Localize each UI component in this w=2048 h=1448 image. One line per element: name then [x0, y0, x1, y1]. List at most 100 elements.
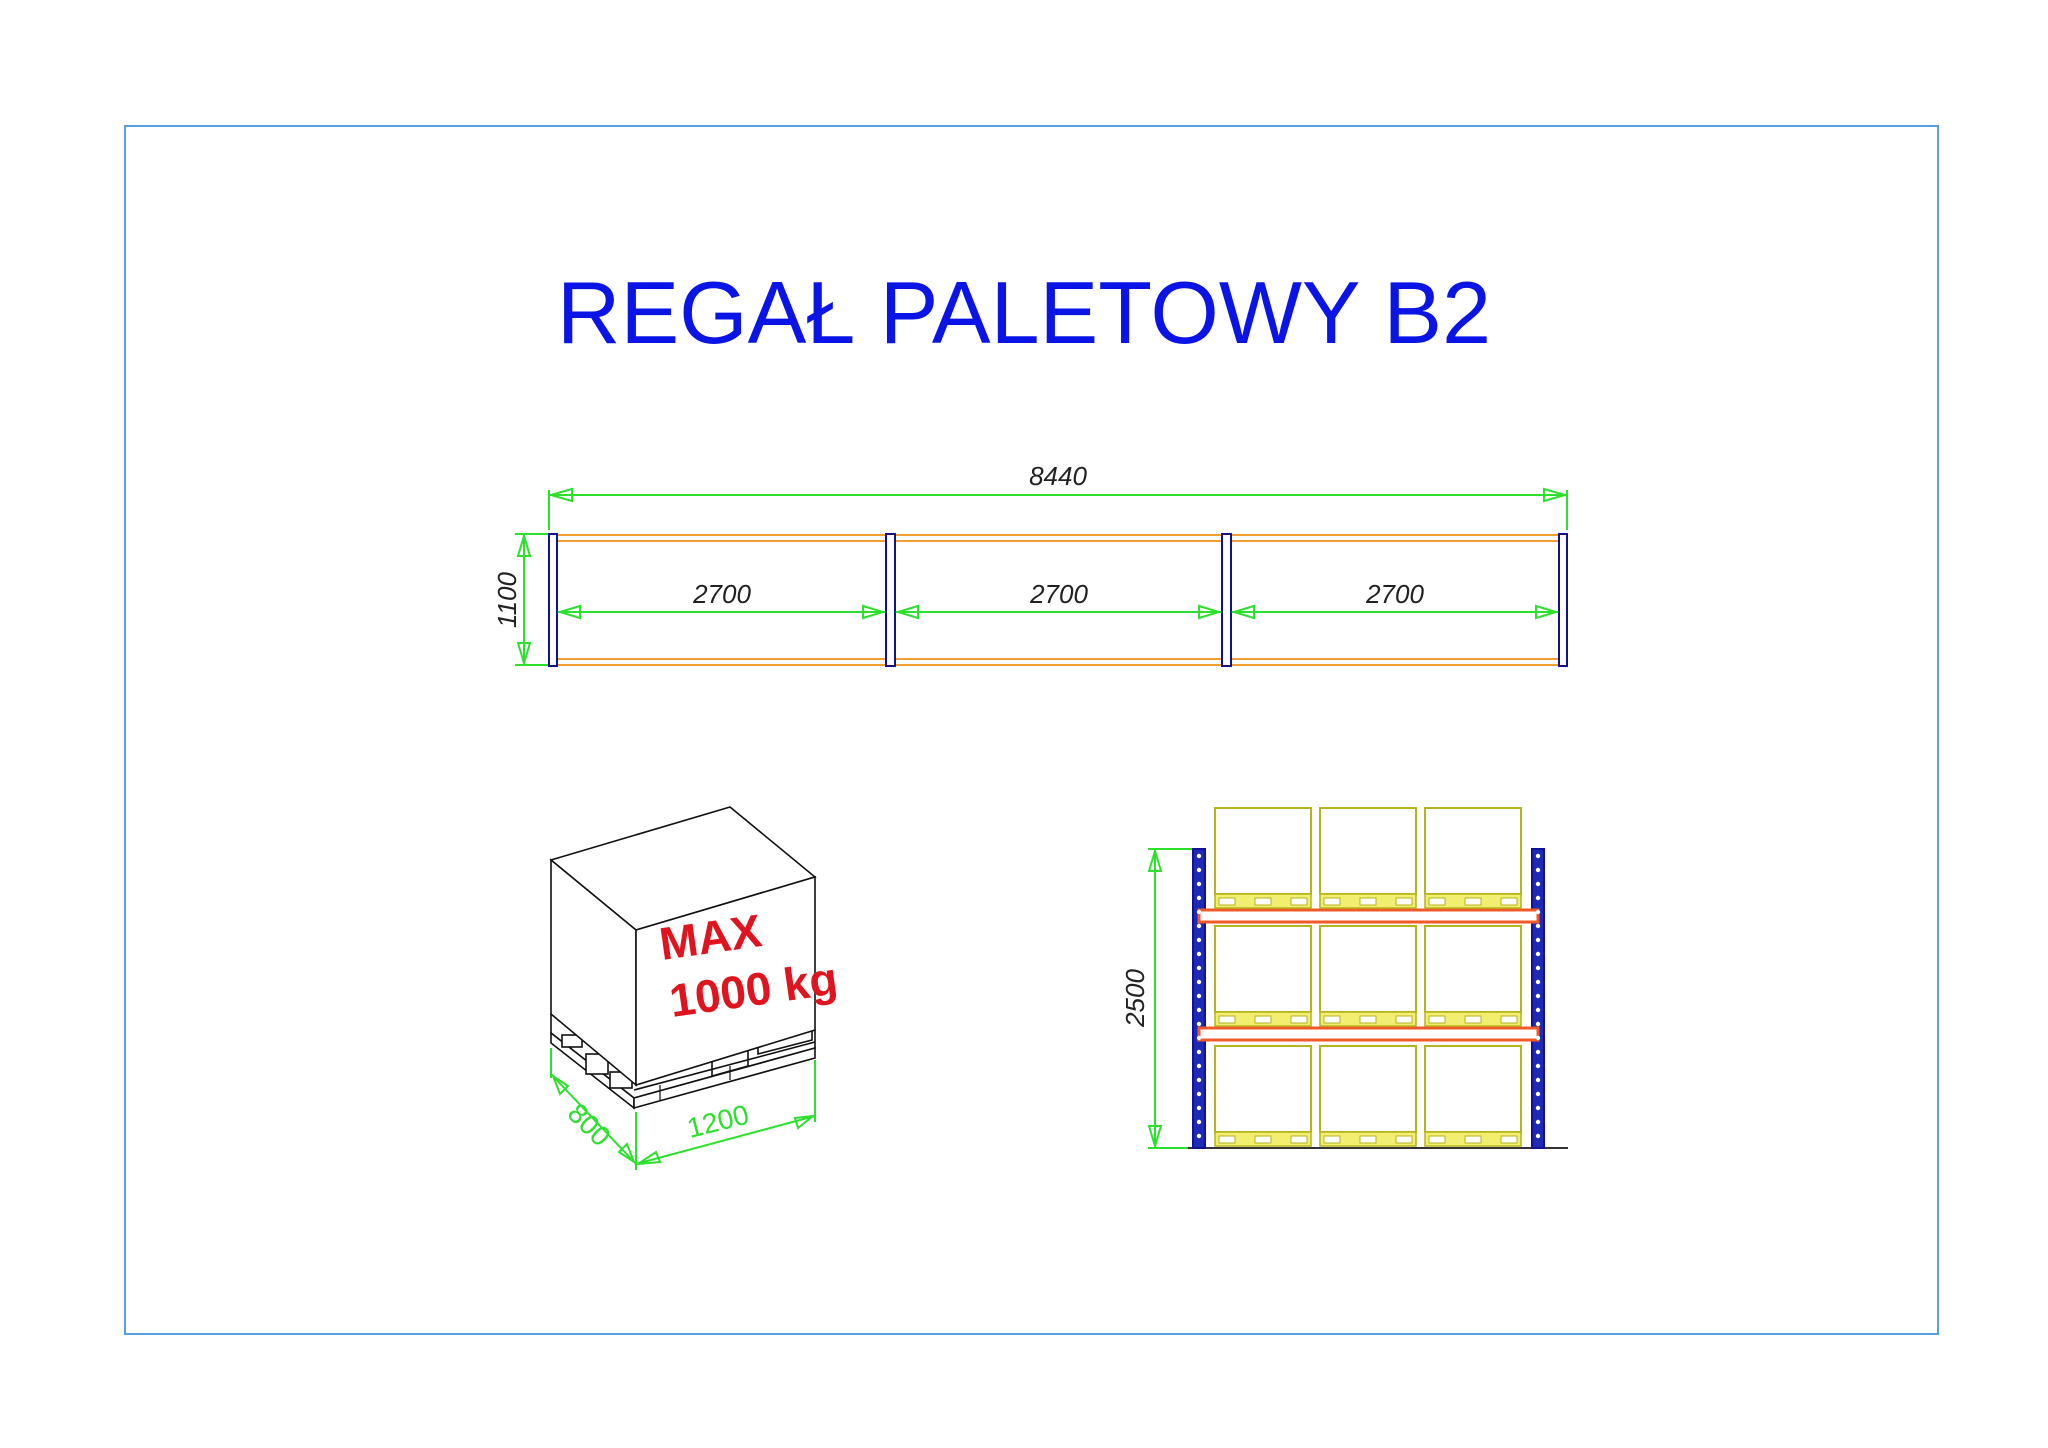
pallet-block — [1218, 1135, 1236, 1144]
upright-hole — [1196, 895, 1202, 901]
upright-frame — [1558, 533, 1568, 667]
upright-hole — [1535, 1007, 1541, 1013]
plan-beams — [554, 534, 1564, 666]
pallet-load — [1214, 807, 1312, 909]
pallet-block — [1323, 1015, 1341, 1024]
upright-hole — [1535, 881, 1541, 887]
upright-frame — [885, 533, 896, 667]
upright-hole — [1196, 1049, 1202, 1055]
bay-width-label: 2700 — [1365, 579, 1424, 609]
pallet-block — [1428, 1015, 1446, 1024]
pallet-load — [1319, 925, 1417, 1027]
pallet-block — [1500, 1135, 1518, 1144]
pallet-block — [1464, 1015, 1482, 1024]
upright-hole — [1196, 881, 1202, 887]
upright-hole — [1535, 1133, 1541, 1139]
bay-width-label: 2700 — [692, 579, 751, 609]
upright-hole — [1196, 1091, 1202, 1097]
upright-hole — [1196, 993, 1202, 999]
upright-hole — [1196, 937, 1202, 943]
load-box — [1214, 807, 1312, 895]
front-uprights — [1192, 848, 1545, 1149]
pallet-load — [1214, 925, 1312, 1027]
bay-dimension-1: 2700 — [556, 579, 887, 620]
pallet-block — [1395, 1135, 1413, 1144]
pallet-block — [1254, 1015, 1272, 1024]
drawing-title: REGAŁ PALETOWY B2 — [557, 263, 1491, 362]
overall-length-label: 8440 — [1029, 461, 1087, 491]
front-loads — [1196, 807, 1541, 1147]
pallet-block — [1428, 1135, 1446, 1144]
upright-hole — [1196, 1077, 1202, 1083]
front-beams — [1197, 908, 1540, 1042]
upright-hole — [1196, 1035, 1202, 1041]
pallet-length-label: 1200 — [684, 1099, 752, 1144]
load-box — [1424, 807, 1522, 895]
load-box — [1319, 1045, 1417, 1133]
upright-hole — [1535, 1105, 1541, 1111]
upright-right — [1531, 848, 1545, 1149]
pallet-block — [1254, 1135, 1272, 1144]
upright-hole — [1196, 1119, 1202, 1125]
beam-level-2 — [1197, 908, 1540, 924]
load-box — [1319, 925, 1417, 1013]
pallet-block — [1464, 1135, 1482, 1144]
beam-level-3 — [1197, 1026, 1540, 1042]
pallet-block — [1395, 897, 1413, 906]
upright-hole — [1535, 1119, 1541, 1125]
upright-hole — [1196, 1007, 1202, 1013]
upright-hole — [1535, 1035, 1541, 1041]
pallet-block — [1218, 1015, 1236, 1024]
pallet-block — [1395, 1015, 1413, 1024]
pallet-load — [1319, 807, 1417, 909]
pallet-block — [1290, 897, 1308, 906]
pallet-block — [1464, 897, 1482, 906]
upright-hole — [1196, 979, 1202, 985]
pallet-block — [1500, 897, 1518, 906]
pallet-block — [1359, 897, 1377, 906]
pallet-load — [1424, 807, 1522, 909]
upright-hole — [1535, 923, 1541, 929]
upright-hole — [1535, 937, 1541, 943]
depth-label: 1100 — [492, 572, 522, 628]
sheet-border — [124, 125, 1939, 1335]
load-box — [1424, 925, 1522, 1013]
upright-hole — [1196, 1133, 1202, 1139]
upright-hole — [1196, 853, 1202, 859]
pallet-isometric-view: MAX 1000 kg 800 1200 — [549, 806, 841, 1170]
height-dimension: 2500 — [1120, 847, 1195, 1150]
load-box — [1214, 925, 1312, 1013]
upright-lattice — [1196, 853, 1541, 1139]
pallet-load — [1424, 1045, 1522, 1147]
load-box — [1319, 807, 1417, 895]
upright-hole — [1535, 1077, 1541, 1083]
upright-hole — [1535, 895, 1541, 901]
depth-dimension: 1100 — [492, 532, 553, 667]
upright-hole — [1535, 965, 1541, 971]
upright-frame — [1221, 533, 1232, 667]
upright-hole — [1196, 909, 1202, 915]
upright-hole — [1535, 853, 1541, 859]
upright-hole — [1535, 1049, 1541, 1055]
pallet-block — [1359, 1135, 1377, 1144]
upright-hole — [1535, 1021, 1541, 1027]
front-elevation-view: 2500 — [1120, 807, 1568, 1150]
plan-uprights — [548, 533, 1568, 667]
upright-hole — [1196, 1063, 1202, 1069]
bay-width-label: 2700 — [1029, 579, 1088, 609]
upright-hole — [1535, 1063, 1541, 1069]
load-box — [1214, 1045, 1312, 1133]
upright-hole — [1535, 909, 1541, 915]
pallet-block — [1254, 897, 1272, 906]
upright-hole — [1535, 993, 1541, 999]
upright-hole — [1196, 1021, 1202, 1027]
upright-hole — [1196, 923, 1202, 929]
upright-hole — [1196, 1105, 1202, 1111]
pallet-load — [1319, 1045, 1417, 1147]
plan-view: 8440 1100 27 — [492, 461, 1569, 667]
pallet-block — [1290, 1135, 1308, 1144]
upright-hole — [1196, 965, 1202, 971]
pallet-block — [1323, 1135, 1341, 1144]
pallet-block — [1290, 1015, 1308, 1024]
